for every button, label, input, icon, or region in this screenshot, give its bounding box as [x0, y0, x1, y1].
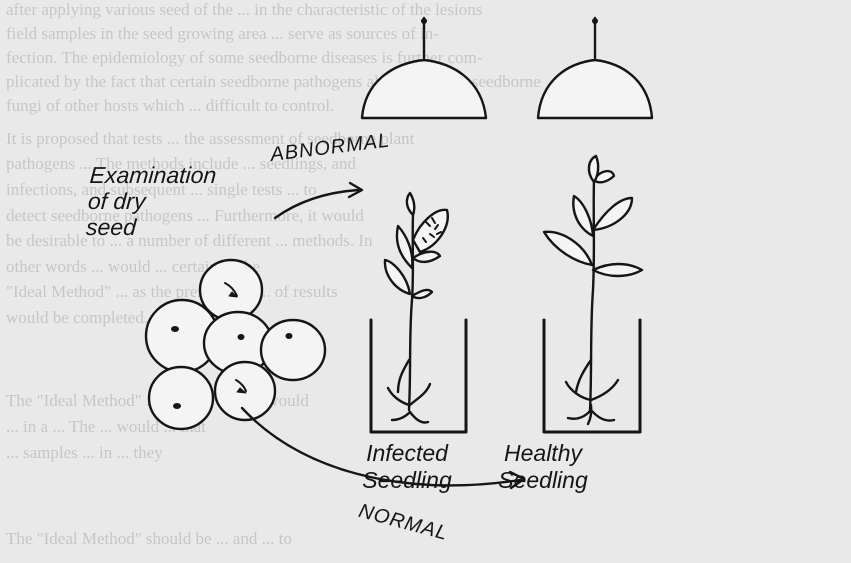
infected-pot	[371, 320, 466, 432]
examination-label-line: Examination	[89, 162, 217, 188]
infected-seedling-label: Infected Seedling	[352, 440, 462, 494]
lamp-left	[362, 18, 486, 118]
dry-seeds	[146, 260, 325, 429]
lamp-right	[538, 18, 652, 118]
healthy-label-line: Seedling	[488, 467, 598, 494]
infected-seedling	[385, 193, 448, 423]
lamp-left-knob	[421, 18, 427, 24]
healthy-seedling	[544, 156, 642, 424]
healthy-seedling-label: Healthy Seedling	[488, 440, 598, 494]
healthy-label-line: Healthy	[488, 440, 598, 467]
infected-label-line: Infected	[352, 440, 462, 467]
examination-label-line: seed	[85, 214, 213, 240]
examination-label-line: of dry	[87, 188, 215, 214]
lamp-right-knob	[592, 18, 598, 24]
seed	[261, 320, 325, 380]
lamp-right-shade	[538, 60, 652, 118]
examination-label: Examination of dry seed	[85, 162, 217, 240]
lamp-left-shade	[362, 60, 486, 118]
infected-label-line: Seedling	[352, 467, 462, 494]
abnormal-arrow	[275, 183, 362, 218]
seed	[149, 367, 213, 429]
